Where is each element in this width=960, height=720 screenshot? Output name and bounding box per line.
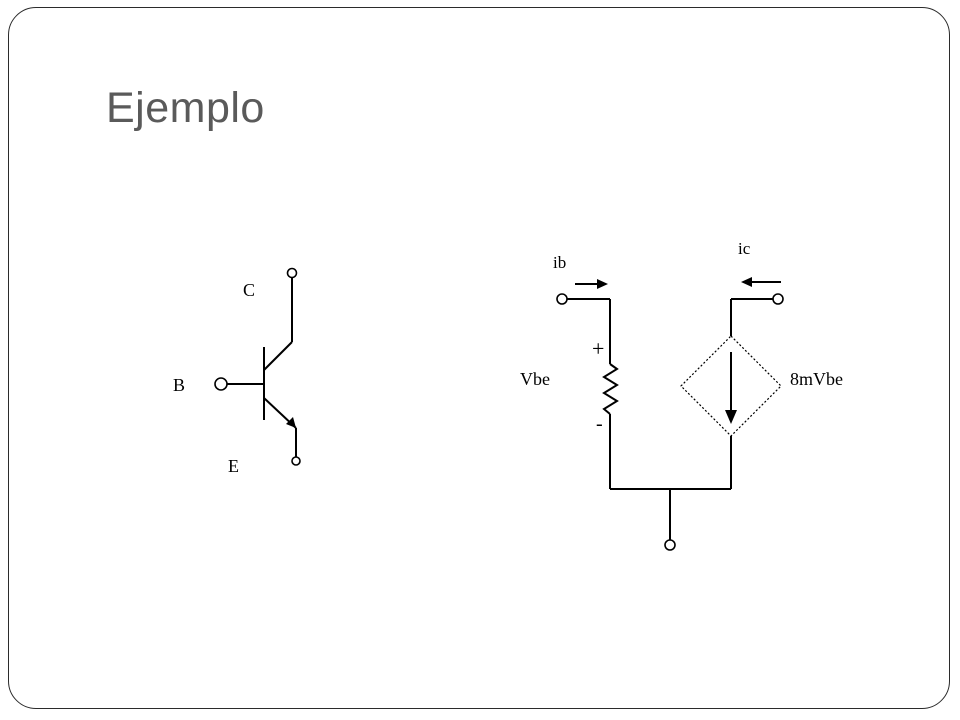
vbe-label: Vbe bbox=[520, 369, 550, 389]
bjt-transistor-symbol: C B E bbox=[173, 267, 301, 476]
ib-arrow-head bbox=[597, 279, 608, 289]
emitter-terminal bbox=[291, 456, 301, 466]
model-base-terminal bbox=[556, 293, 568, 305]
base-terminal bbox=[214, 377, 228, 391]
ib-label: ib bbox=[553, 253, 566, 272]
source-arrow-head bbox=[725, 410, 737, 424]
emitter-arrow bbox=[286, 417, 296, 428]
collector-label: C bbox=[243, 280, 255, 300]
slide-title: Ejemplo bbox=[106, 84, 265, 132]
vbe-minus-sign: - bbox=[596, 413, 603, 435]
ic-arrow-head bbox=[741, 277, 752, 287]
ic-label: ic bbox=[738, 239, 751, 258]
collector-diagonal bbox=[263, 341, 293, 371]
resistor-rpi bbox=[602, 363, 619, 415]
base-label: B bbox=[173, 375, 185, 395]
model-collector-terminal bbox=[772, 293, 784, 305]
collector-terminal bbox=[286, 267, 298, 279]
small-signal-model: ib + - Vbe ic 8mVbe bbox=[520, 239, 843, 551]
source-label: 8mVbe bbox=[790, 369, 843, 389]
vbe-plus-sign: + bbox=[592, 336, 604, 361]
emitter-label: E bbox=[228, 456, 239, 476]
slide-frame bbox=[8, 7, 950, 709]
model-emitter-terminal bbox=[664, 539, 676, 551]
